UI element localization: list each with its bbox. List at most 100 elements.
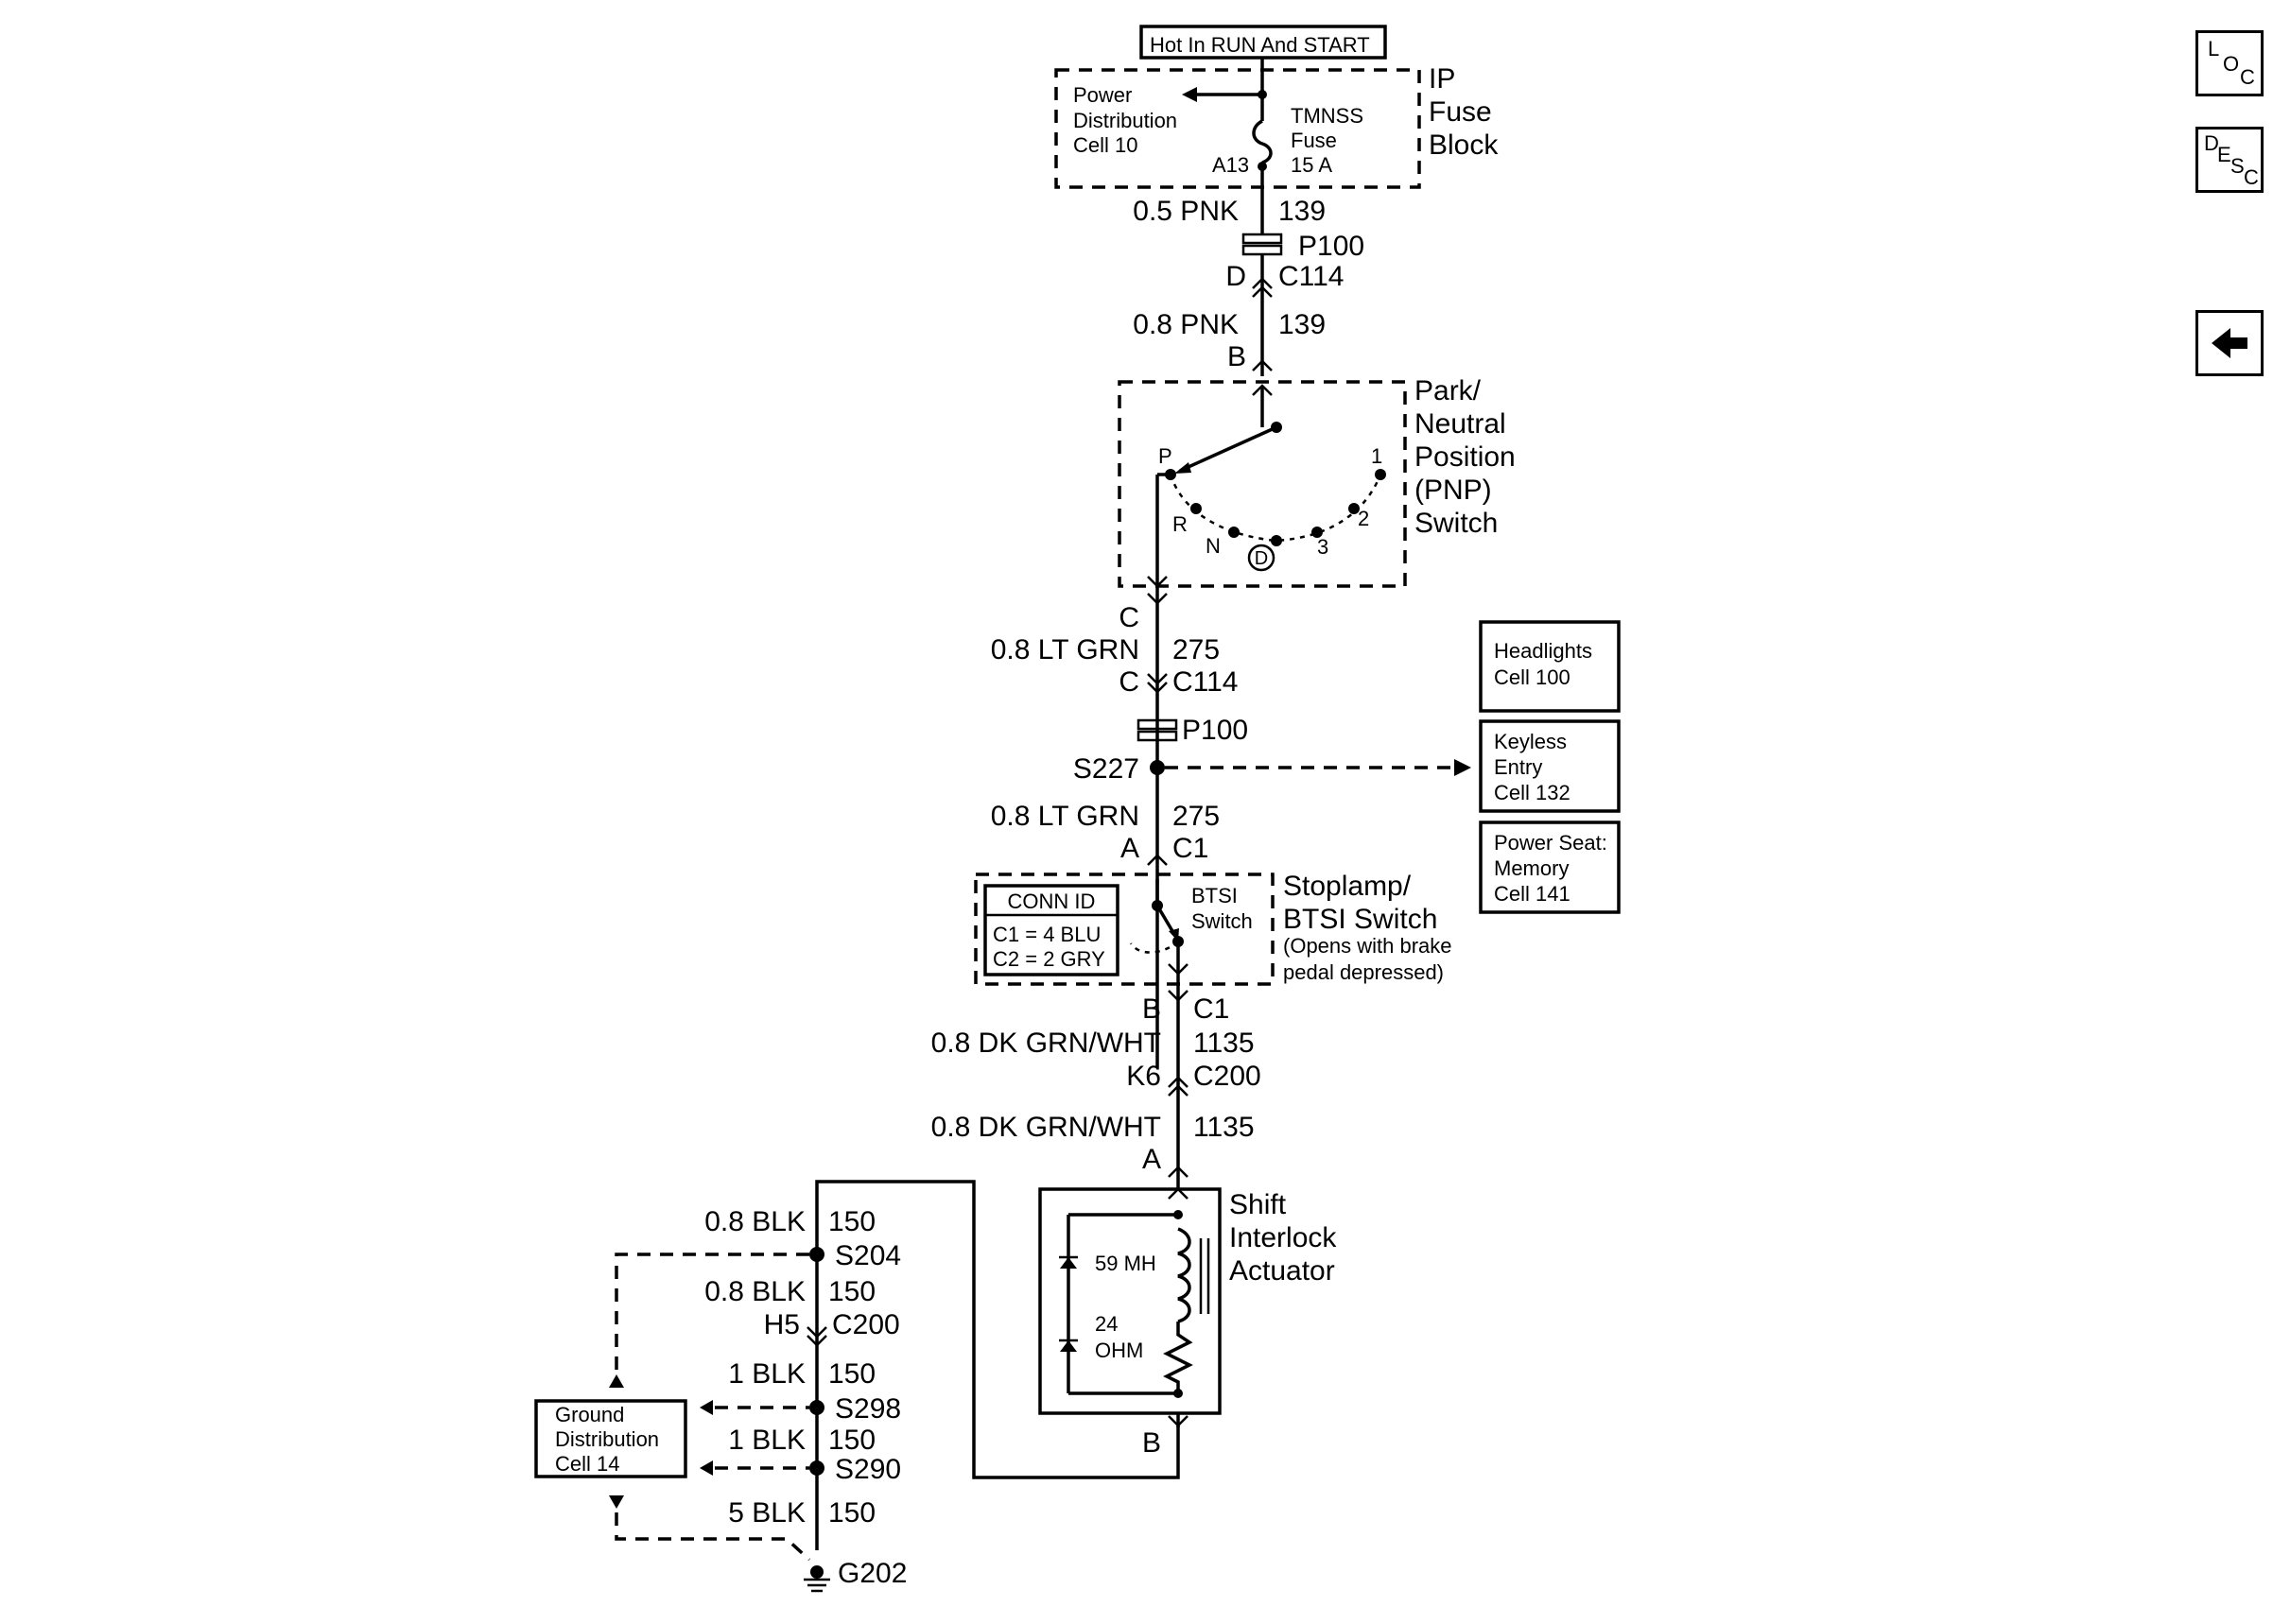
desc-button[interactable]: D E S C — [2195, 127, 2264, 193]
ref-headlights-1[interactable]: Headlights — [1494, 639, 1592, 663]
p100-label-top: P100 — [1298, 231, 1364, 262]
pnp-arm-arrow-icon — [1174, 462, 1191, 474]
fuse-symbol-icon — [1252, 119, 1273, 164]
loc-button[interactable]: L O C — [2195, 30, 2264, 96]
s227-arrow-icon — [1454, 759, 1471, 776]
ref-power-seat-2[interactable]: Memory — [1494, 856, 1569, 880]
c1-label-top: C1 — [1172, 833, 1208, 864]
stoplamp-switch-box — [974, 872, 1275, 986]
wire-5-circuit: 1135 — [1193, 1028, 1255, 1059]
pnp-title-1: Park/ — [1414, 375, 1482, 406]
ref-headlights-box[interactable] — [1479, 620, 1621, 713]
power-dist-label-3: Cell 10 — [1073, 133, 1137, 157]
pin-c-pnp: C — [1119, 602, 1139, 633]
btsi-label-1: BTSI — [1191, 884, 1238, 907]
power-dist-arrow-icon — [1182, 87, 1197, 102]
conn-id-c1: C1 = 4 BLU — [993, 923, 1101, 946]
c114-label-top: C114 — [1278, 261, 1345, 292]
desc-letter-c: C — [2244, 165, 2259, 189]
p100-pass-through-bottom-icon — [1136, 718, 1178, 742]
g202-arrow-icon — [609, 1495, 624, 1509]
p100-label-bottom: P100 — [1182, 715, 1248, 746]
conn-id-c2: C2 = 2 GRY — [993, 947, 1105, 971]
pin-d-label: D — [1225, 261, 1246, 292]
splice-s290: S290 — [835, 1454, 901, 1485]
connector-c1-top-icon — [1147, 854, 1168, 866]
actuator-connector-a-icon — [1168, 1166, 1189, 1178]
s204-arrow-icon — [609, 1374, 624, 1388]
fuse-block-title-3: Block — [1429, 130, 1499, 161]
pin-b-c1: B — [1142, 993, 1161, 1025]
actuator-title-3: Actuator — [1229, 1255, 1335, 1287]
pnp-exit-icon — [1147, 576, 1168, 588]
pnp-switch-box — [1118, 380, 1407, 588]
ref-ground-dist-box[interactable] — [534, 1399, 687, 1478]
ground-wire-5-gauge: 5 BLK — [728, 1497, 806, 1529]
c200-label-bottom: C200 — [832, 1309, 900, 1340]
ref-ground-dist-1[interactable]: Ground — [555, 1403, 624, 1426]
splice-s204: S204 — [835, 1240, 901, 1271]
btsi-label-2: Switch — [1191, 909, 1253, 933]
ground-g202: G202 — [838, 1558, 907, 1589]
splice-s298-dot — [809, 1400, 824, 1415]
fuse-junction-dot — [1258, 90, 1267, 99]
resistor-value-1: 24 — [1095, 1312, 1118, 1336]
conn-id-box — [983, 884, 1119, 976]
btsi-travel-arc — [1129, 941, 1179, 954]
pnp-title-3: Position — [1414, 441, 1516, 473]
desc-letter-s: S — [2230, 154, 2245, 178]
conn-id-title: CONN ID — [1008, 890, 1096, 913]
pin-a-actuator: A — [1142, 1144, 1161, 1175]
resistor-icon — [1163, 1322, 1193, 1393]
pin-k6: K6 — [1126, 1061, 1161, 1092]
fuse-label-3: 15 A — [1291, 153, 1332, 177]
pin-c-c114: C — [1119, 666, 1139, 698]
loc-letter-o: O — [2223, 52, 2240, 76]
connector-c1-bottom-icon — [1168, 990, 1189, 1002]
ground-symbol-icon — [804, 1578, 830, 1593]
ref-ground-dist-2[interactable]: Distribution — [555, 1427, 659, 1451]
ref-ground-dist-3[interactable]: Cell 14 — [555, 1452, 619, 1476]
ref-keyless-1[interactable]: Keyless — [1494, 730, 1567, 753]
fuse-label-1: TMNSS — [1291, 104, 1363, 128]
connector-c200-top-female — [1168, 1084, 1189, 1097]
fuse-block-title-2: Fuse — [1429, 96, 1492, 128]
desc-letter-e: E — [2217, 143, 2231, 166]
p100-pass-through-icon — [1241, 233, 1283, 256]
ground-wire-5-circuit: 150 — [828, 1497, 876, 1529]
loc-letter-l: L — [2208, 37, 2220, 60]
pnp-pos-3: 3 — [1317, 535, 1328, 559]
connector-c114-bottom-male — [1147, 673, 1168, 685]
wire-2-circuit: 139 — [1278, 309, 1326, 340]
splice-s227-dot — [1150, 760, 1165, 775]
ground-wire-4-circuit: 150 — [828, 1425, 876, 1456]
ref-power-seat-3[interactable]: Cell 141 — [1494, 882, 1570, 906]
ground-wire-2-gauge: 0.8 BLK — [704, 1276, 806, 1307]
power-source-label: Hot In RUN And START — [1150, 33, 1370, 57]
back-button[interactable] — [2195, 310, 2264, 376]
wire-5-gauge: 0.8 DK GRN/WHT — [931, 1028, 1161, 1059]
loc-letter-c: C — [2240, 65, 2255, 89]
wire-6-circuit: 1135 — [1193, 1112, 1255, 1143]
ref-headlights-2[interactable]: Cell 100 — [1494, 665, 1570, 689]
diode-upper-icon — [1059, 1255, 1078, 1269]
ground-wire-2-circuit: 150 — [828, 1276, 876, 1307]
ref-power-seat-box[interactable] — [1479, 821, 1621, 914]
connector-c200-bottom-male — [807, 1326, 827, 1339]
terminal-a13-dot — [1258, 162, 1267, 171]
ref-keyless-box[interactable] — [1479, 719, 1621, 813]
pnp-connector-b-icon — [1252, 359, 1273, 371]
pnp-pos-1: 1 — [1371, 444, 1382, 468]
splice-s290-dot — [809, 1460, 824, 1476]
connector-c114-top-male — [1252, 277, 1273, 289]
ground-wire-1-circuit: 150 — [828, 1206, 876, 1237]
pnp-pos-n: N — [1206, 534, 1221, 558]
ref-power-seat-1[interactable]: Power Seat: — [1494, 831, 1607, 855]
coil-inductance: 59 MH — [1095, 1252, 1156, 1275]
ref-keyless-3[interactable]: Cell 132 — [1494, 781, 1570, 804]
g202-branch-wire — [615, 1512, 811, 1562]
stoplamp-title-2: BTSI Switch — [1283, 904, 1437, 935]
ref-keyless-2[interactable]: Entry — [1494, 755, 1542, 779]
ground-wire-3-circuit: 150 — [828, 1358, 876, 1390]
